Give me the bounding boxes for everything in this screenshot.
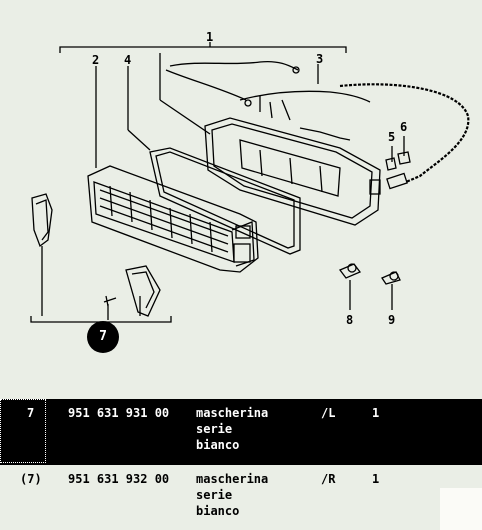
- callout-9: 9: [388, 313, 396, 327]
- parts-row[interactable]: 7 951 631 931 00 mascherina serie bianco…: [0, 399, 482, 464]
- part-qty: 1: [372, 472, 380, 486]
- part-ref: 7: [27, 406, 35, 420]
- part-qty: 1: [372, 406, 380, 420]
- part-description: mascherina serie bianco: [196, 472, 269, 518]
- part-side: /L: [321, 406, 336, 420]
- part-number: 951 631 932 00: [68, 472, 170, 486]
- group-bracket-1: [59, 46, 347, 53]
- callout-8: 8: [346, 313, 354, 327]
- part-description: mascherina serie bianco: [196, 406, 269, 452]
- callout-1: 1: [206, 30, 214, 44]
- callout-6: 6: [400, 120, 408, 134]
- callout-7-badge[interactable]: 7: [87, 321, 119, 353]
- corner-panel: [440, 488, 482, 530]
- part-side: /R: [321, 472, 336, 486]
- callout-3: 3: [316, 52, 324, 66]
- part-number: 951 631 931 00: [68, 406, 170, 420]
- parts-diagram: [30, 42, 470, 323]
- callout-4: 4: [124, 53, 132, 67]
- part-ref: (7): [20, 472, 42, 486]
- callout-5: 5: [388, 130, 396, 144]
- selection-marker: [0, 399, 46, 463]
- callout-2: 2: [92, 53, 100, 67]
- parts-row[interactable]: (7) 951 631 932 00 mascherina serie bian…: [0, 464, 482, 530]
- parts-table: 7 951 631 931 00 mascherina serie bianco…: [0, 399, 482, 530]
